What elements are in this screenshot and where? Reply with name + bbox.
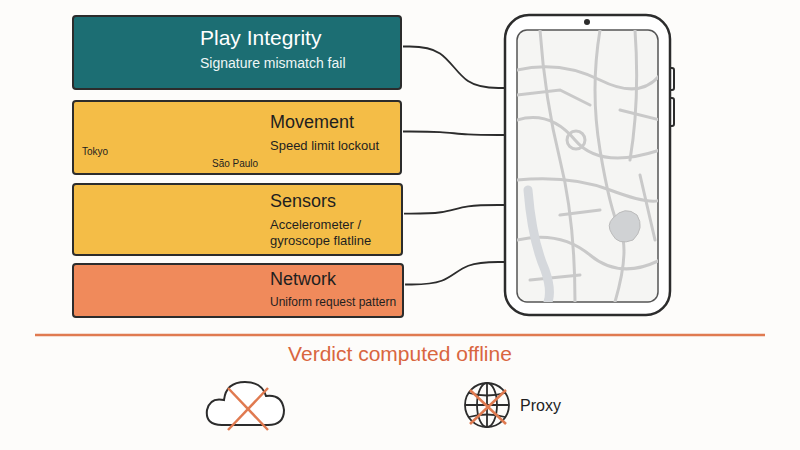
phone-illustration (530, 275, 580, 280)
icon-label: Proxy (518, 396, 563, 415)
cloud-icon (207, 382, 284, 430)
text-block: NetworkUniform request pattern (270, 269, 396, 310)
phone-illustration (640, 175, 655, 240)
phone-illustration (517, 90, 590, 105)
globe-icon (465, 383, 509, 427)
band-description: Uniform request pattern (270, 295, 396, 311)
leader-line (404, 205, 505, 214)
leader-line (403, 132, 505, 136)
band-description: Speed limit lockout (270, 138, 379, 155)
text-block: SensorsAccelerometer / gyroscope flatlin… (270, 191, 395, 250)
band-heading: Play Integrity (200, 25, 346, 50)
phone-illustration (584, 19, 590, 25)
band-description: Accelerometer / gyroscope flatline (270, 217, 395, 251)
cloud-icon (228, 388, 268, 430)
check-band: SensorsAccelerometer / gyroscope flatlin… (72, 183, 403, 256)
phone-illustration (517, 30, 658, 302)
map-label: Tokyo (80, 146, 110, 158)
phone-illustration (528, 190, 549, 302)
check-band: Play IntegritySignature mismatch fail (72, 15, 402, 90)
phone-illustration (620, 110, 658, 120)
map-label: São Paulo (210, 158, 260, 170)
leader-line (405, 262, 505, 285)
check-band: NetworkUniform request pattern (72, 263, 404, 318)
divider-line (35, 334, 765, 337)
band-heading: Sensors (270, 191, 395, 213)
section-heading: Verdict computed offline (286, 341, 514, 366)
phone-illustration (630, 30, 637, 160)
phone-illustration (560, 210, 600, 215)
phone-illustration (567, 131, 585, 149)
text-block: Play IntegritySignature mismatch fail (200, 25, 346, 72)
leader-line (403, 47, 505, 285)
phone-illustration (609, 211, 640, 242)
leader-line (403, 47, 505, 89)
text-block: MovementSpeed limit lockout (270, 112, 379, 154)
globe-icon (470, 390, 506, 424)
band-description: Signature mismatch fail (200, 54, 346, 72)
globe-icon (465, 383, 509, 427)
cloud-icon (207, 382, 284, 425)
phone-illustration (505, 15, 670, 315)
phone-illustration (517, 118, 658, 159)
globe-icon (470, 390, 506, 424)
phone-illustration (517, 179, 658, 202)
cloud-icon (228, 388, 268, 430)
band-heading: Movement (270, 112, 379, 134)
phone-illustration (517, 30, 658, 302)
band-heading: Network (270, 269, 396, 291)
phone-illustration (505, 15, 674, 315)
